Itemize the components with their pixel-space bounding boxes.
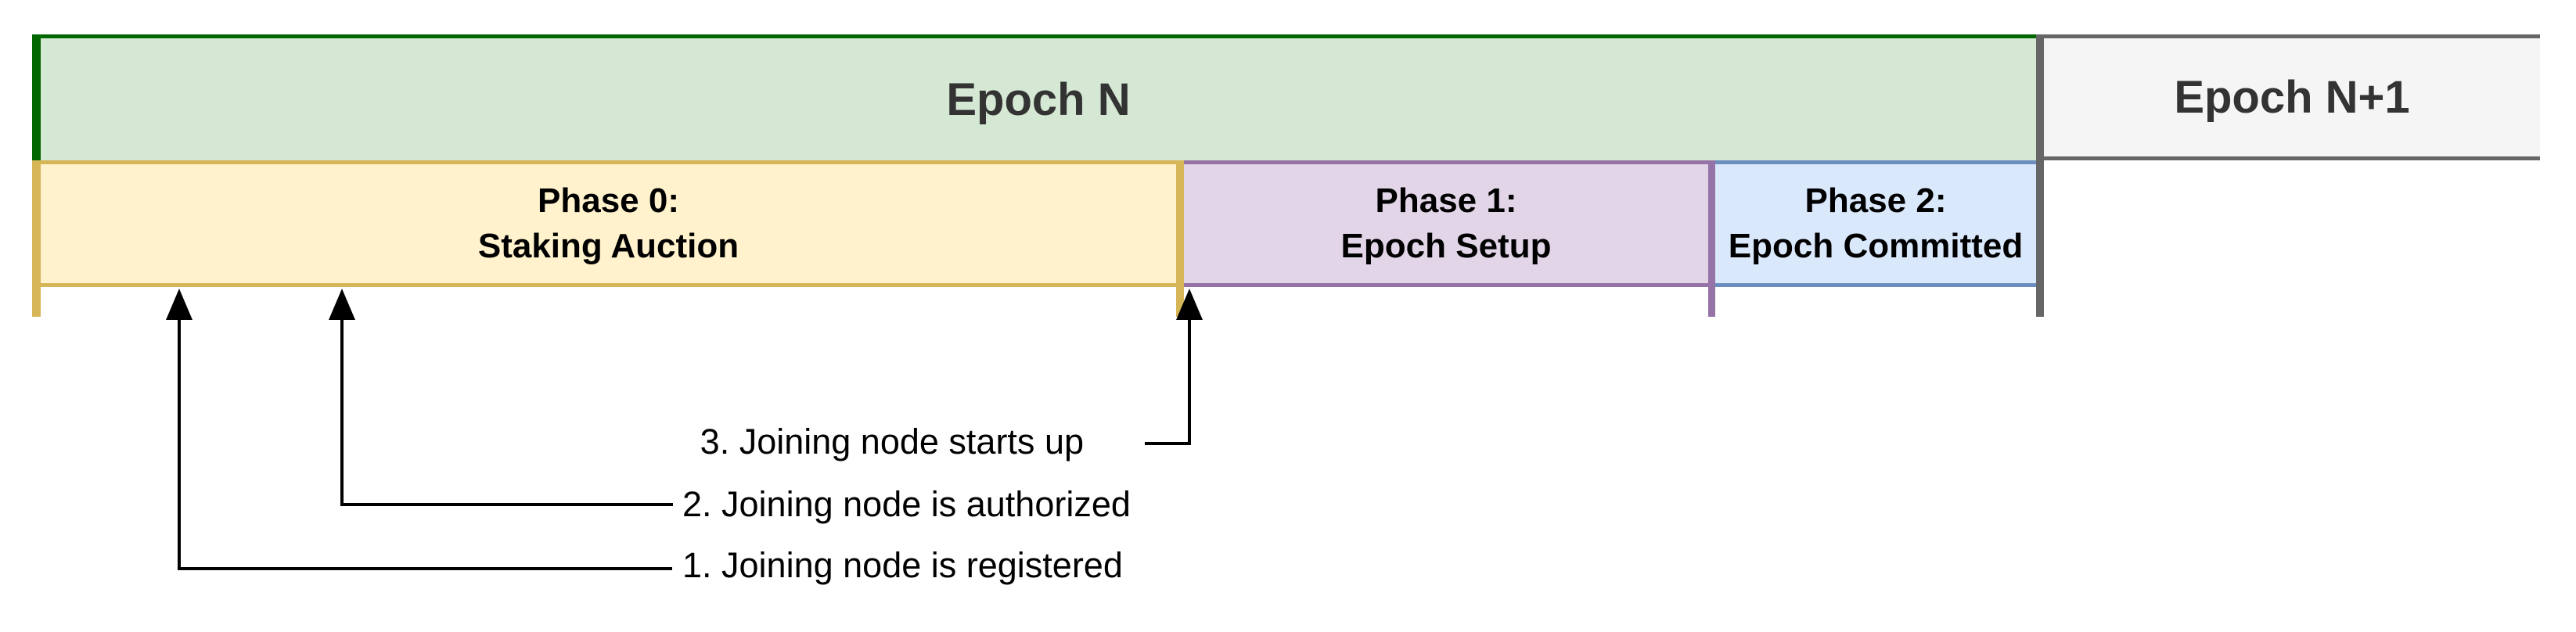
epoch-n1-bar: Epoch N+1 (2044, 34, 2540, 160)
phase1-end-tick (1708, 160, 1715, 317)
epoch-boundary-divider (2036, 34, 2044, 317)
arrow-1-connector-line (179, 567, 672, 570)
arrow-2-vertical-line (340, 313, 344, 506)
epoch-start-tick (32, 34, 41, 160)
phase2-label-line1: Phase 2: (1804, 181, 1947, 220)
arrow-1-vertical-line (178, 313, 181, 570)
phase2-bar: Phase 2: Epoch Committed (1715, 160, 2036, 287)
arrow-3-connector-line (1145, 442, 1191, 445)
phase0-label-line1: Phase 0: (538, 181, 679, 220)
phase0-end-tick (1176, 160, 1184, 317)
arrow-2-connector-line (342, 503, 673, 506)
phase2-label-line2: Epoch Committed (1728, 227, 2024, 265)
epoch-n-bar: Epoch N (41, 34, 2036, 160)
epoch-n1-label: Epoch N+1 (2174, 72, 2410, 123)
annotation-2-label: 2. Joining node is authorized (682, 484, 1131, 524)
phase1-bar: Phase 1: Epoch Setup (1184, 160, 1708, 287)
phase1-label-line2: Epoch Setup (1340, 227, 1552, 265)
phase0-bar: Phase 0: Staking Auction (41, 160, 1176, 287)
epoch-n-label: Epoch N (946, 74, 1131, 125)
phase1-label-line1: Phase 1: (1375, 181, 1517, 220)
arrow-3-vertical-line (1188, 313, 1191, 445)
annotation-3-label: 3. Joining node starts up (700, 422, 1084, 461)
phase0-label-line2: Staking Auction (477, 227, 739, 265)
annotation-1-label: 1. Joining node is registered (682, 545, 1123, 585)
phase0-start-tick (32, 160, 41, 317)
